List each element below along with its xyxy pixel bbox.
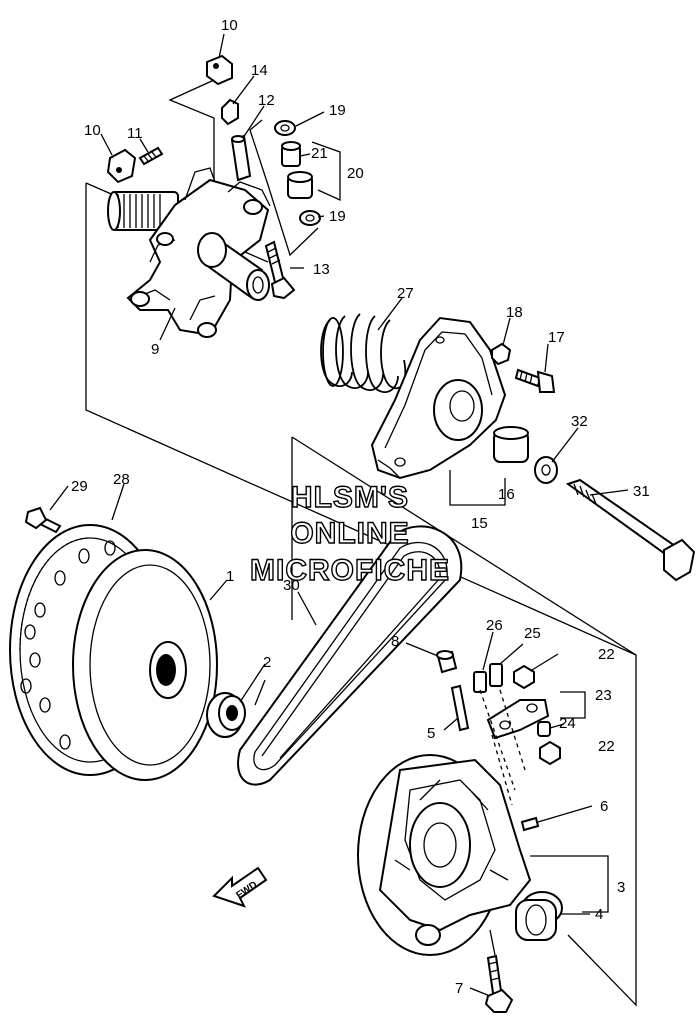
secondary-sheave [357,650,609,1013]
callout-29: 29 [71,478,88,495]
callout-8: 8 [391,633,399,650]
callout-15: 15 [471,515,488,532]
primary-sheave [9,506,246,781]
watermark-line-3: MICROFICHE [250,554,450,587]
callout-10-left: 10 [84,122,101,139]
callout-1: 1 [226,568,234,585]
callout-21: 21 [311,145,328,162]
callout-10-top: 10 [221,17,238,34]
callout-22-top: 22 [598,646,615,663]
drive-belt [237,525,463,786]
upper-small-parts [106,54,341,300]
callout-14: 14 [251,62,268,79]
callout-17: 17 [548,329,565,346]
callout-18: 18 [506,304,523,321]
callout-30: 30 [283,577,300,594]
callout-19-top: 19 [329,102,346,119]
long-bolt [565,478,696,582]
callout-20: 20 [347,165,364,182]
callout-16: 16 [498,486,515,503]
callout-2: 2 [263,654,271,671]
callout-9: 9 [151,341,159,358]
callout-5: 5 [427,725,435,742]
secondary-cover [370,316,558,506]
spring [320,313,407,393]
callout-13: 13 [313,261,330,278]
watermark-line-1: HLSM'S [291,481,409,514]
callout-3: 3 [617,879,625,896]
leader-lines [49,33,629,997]
callout-27: 27 [397,285,414,302]
callout-22-bottom: 22 [598,738,615,755]
callout-6: 6 [600,798,608,815]
callout-11: 11 [127,125,143,142]
callout-31: 31 [633,483,650,500]
callout-32: 32 [571,413,588,430]
callout-24: 24 [559,715,576,732]
callout-28: 28 [113,471,130,488]
callout-7: 7 [455,980,463,997]
forward-arrow-icon: FWD [212,866,268,908]
callout-12: 12 [258,92,275,109]
callout-19-bottom: 19 [329,208,346,225]
callout-4: 4 [595,906,603,923]
watermark-line-2: ONLINE [290,517,409,550]
callout-25: 25 [524,625,541,642]
callout-23: 23 [595,687,612,704]
watermark: HLSM'S ONLINE MICROFICHE [249,480,450,587]
callout-26: 26 [486,617,503,634]
callout-labels: 10 14 12 19 21 20 19 10 11 13 9 27 18 17… [71,17,650,997]
spider-shaft [107,167,271,338]
